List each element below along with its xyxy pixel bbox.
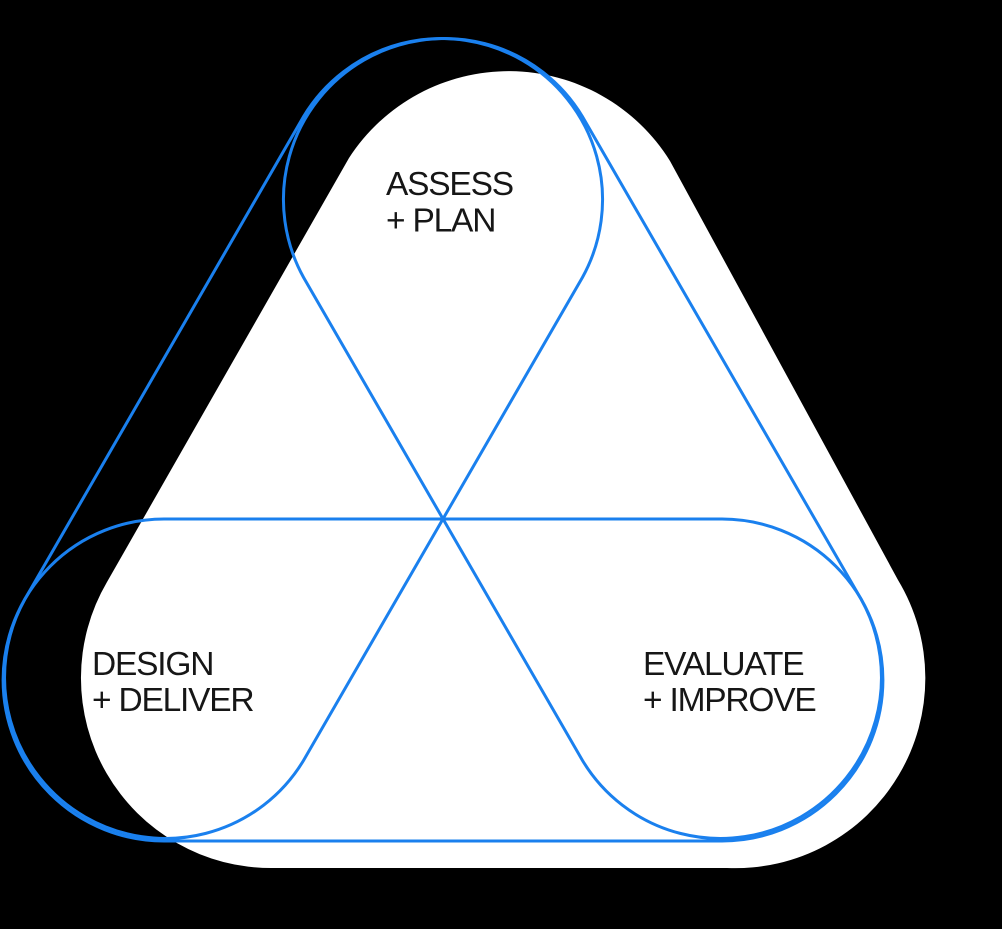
cycle-loops [1,37,885,843]
loop-assess-evaluate [281,37,883,840]
label-evaluate-improve-line-2: + IMPROVE [643,682,816,719]
loop-assess-design [3,37,605,840]
label-assess-plan-line-1: ASSESS [386,166,513,203]
label-design-deliver-line-2: + DELIVER [92,682,253,719]
label-assess-plan-line-2: + PLAN [386,203,495,240]
label-design-deliver: DESIGN + DELIVER [92,646,253,719]
node-labels: ASSESS + PLAN DESIGN + DELIVER EVALUATE … [92,166,817,719]
rounded-triangle-shape [80,71,926,869]
label-evaluate-improve: EVALUATE + IMPROVE [643,646,816,719]
label-design-deliver-line-1: DESIGN [92,646,213,683]
label-assess-plan: ASSESS + PLAN [386,166,521,240]
label-evaluate-improve-line-1: EVALUATE [643,646,803,683]
